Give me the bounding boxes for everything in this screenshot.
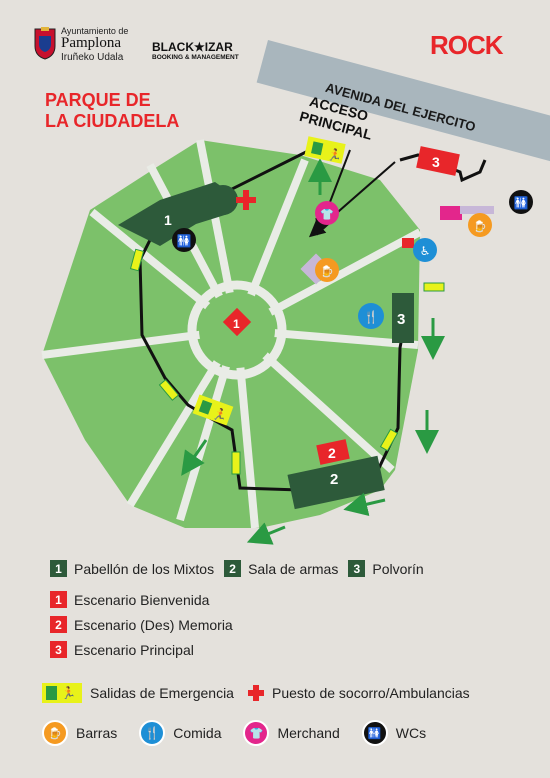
pamplona-logo: Ayuntamiento de Pamplona Iruñeko Udala xyxy=(33,26,153,66)
evacuation-arrows xyxy=(181,158,445,545)
bar-icon: 🍺 xyxy=(42,720,68,746)
map-title-line-2: LA CIUDADELA xyxy=(45,111,180,131)
legend-stage-3: 3 Escenario Principal xyxy=(50,641,194,658)
emergency-exit-sign-left: 🏃 xyxy=(192,394,234,426)
building-2-label: 2 xyxy=(330,471,338,488)
emergency-exit-bars xyxy=(129,248,445,475)
building-1-rotunda xyxy=(208,185,238,215)
svg-text:♿: ♿ xyxy=(420,244,431,258)
first-aid-cross-icon xyxy=(236,190,256,210)
legend-building-1-label: Pabellón de los Mixtos xyxy=(74,560,215,577)
org-line-2: Pamplona xyxy=(61,35,121,51)
legend-stage-3-badge: 3 xyxy=(50,641,67,658)
bar-icon-center: 🍺 xyxy=(315,258,339,282)
legend-building-2-label: Sala de armas xyxy=(248,560,339,577)
stage-2-label: 2 xyxy=(328,445,336,461)
merch-icon: 👕 xyxy=(243,720,270,746)
legend-stage-2-badge: 2 xyxy=(50,616,67,633)
svg-text:🏃: 🏃 xyxy=(326,147,344,164)
blackizar-name: BLACK★IZAR xyxy=(152,40,233,54)
merch-stand xyxy=(440,206,462,220)
bar-icon-top-right: 🍺 xyxy=(468,213,492,237)
stage-2-marker xyxy=(316,439,350,465)
food-icon-building-3: 🍴 xyxy=(358,303,384,329)
legend-building-1-badge: 1 xyxy=(50,560,67,577)
map-title-line-1: PARQUE DE xyxy=(45,90,151,110)
rock-logo: ROCK xyxy=(430,30,504,60)
building-3-label: 3 xyxy=(397,311,405,328)
svg-text:🍴: 🍴 xyxy=(364,310,379,324)
legend-building-3-badge: 3 xyxy=(348,560,366,577)
wc-icon-building-1: 🚻 xyxy=(172,228,196,252)
legend-stage-1-label: Escenario Bienvenida xyxy=(74,591,210,608)
bar-stand-top xyxy=(460,206,494,214)
legend-stage-1-badge: 1 xyxy=(50,591,67,608)
food-icon: 🍴 xyxy=(139,720,166,746)
legend-building-3-label: Polvorín xyxy=(372,560,424,577)
legend-emergency-exits-label: Salidas de Emergencia xyxy=(90,685,234,701)
svg-text:🚻: 🚻 xyxy=(514,196,529,210)
wc-icon: 🚻 xyxy=(361,720,388,746)
legend-services: 🍺 Barras 🍴 Comida 👕 Merchand 🚻 WCs xyxy=(42,720,426,746)
merch-icon-access: 👕 xyxy=(315,201,339,225)
first-aid-icon xyxy=(247,685,264,701)
accessibility-icon: ♿ xyxy=(413,238,437,262)
stage-3-fence xyxy=(399,153,487,183)
legend-food-label: Comida xyxy=(173,725,222,741)
park-map: 1 2 3 1 2 3 xyxy=(41,136,533,545)
svg-text:👕: 👕 xyxy=(320,208,334,221)
legend-buildings: 1 Pabellón de los Mixtos 2 Sala de armas… xyxy=(50,560,430,577)
building-1-shape xyxy=(118,182,235,246)
blackizar-subtitle: BOOKING & MANAGEMENT xyxy=(152,54,239,61)
svg-text:🚻: 🚻 xyxy=(177,234,192,248)
pamplona-shield-icon xyxy=(34,27,56,60)
legend-first-aid-label: Puesto de socorro/Ambulancias xyxy=(271,685,470,701)
legend-bars-label: Barras xyxy=(76,725,118,741)
org-line-3: Iruñeko Udala xyxy=(61,52,124,63)
central-roundabout-ring xyxy=(187,280,287,380)
svg-text:🍺: 🍺 xyxy=(320,264,334,278)
emergency-exit-sign-top: 🏃 xyxy=(304,136,346,164)
blackizar-logo: BLACK★IZAR BOOKING & MANAGEMENT xyxy=(152,40,252,64)
building-3-shape xyxy=(392,293,414,343)
org-line-1: Ayuntamiento de xyxy=(61,26,129,36)
legend-stage-2-label: Escenario (Des) Memoria xyxy=(74,616,233,633)
building-2-shape xyxy=(287,455,385,510)
wc-icon-top-right: 🚻 xyxy=(509,190,533,214)
legend-merch-label: Merchand xyxy=(277,725,340,741)
stage-3-label: 3 xyxy=(432,154,440,170)
legend-stage-1: 1 Escenario Bienvenida xyxy=(50,591,209,608)
legend-building-2-badge: 2 xyxy=(224,560,242,577)
legend-stage-2: 2 Escenario (Des) Memoria xyxy=(50,616,233,633)
rock-logo-text: ROCK xyxy=(430,30,504,60)
stage-1-label: 1 xyxy=(233,317,240,331)
legend-exits-aid: 🏃 Salidas de Emergencia Puesto de socorr… xyxy=(42,683,470,703)
svg-text:🏃: 🏃 xyxy=(211,406,230,424)
svg-text:🍺: 🍺 xyxy=(473,219,487,233)
emergency-exit-icon: 🏃 xyxy=(42,683,82,703)
building-1-label: 1 xyxy=(164,212,172,228)
legend-wc-label: WCs xyxy=(395,725,427,741)
legend-stage-3-label: Escenario Principal xyxy=(74,641,194,658)
first-aid-post xyxy=(402,238,414,248)
stage-3-marker xyxy=(416,146,460,176)
